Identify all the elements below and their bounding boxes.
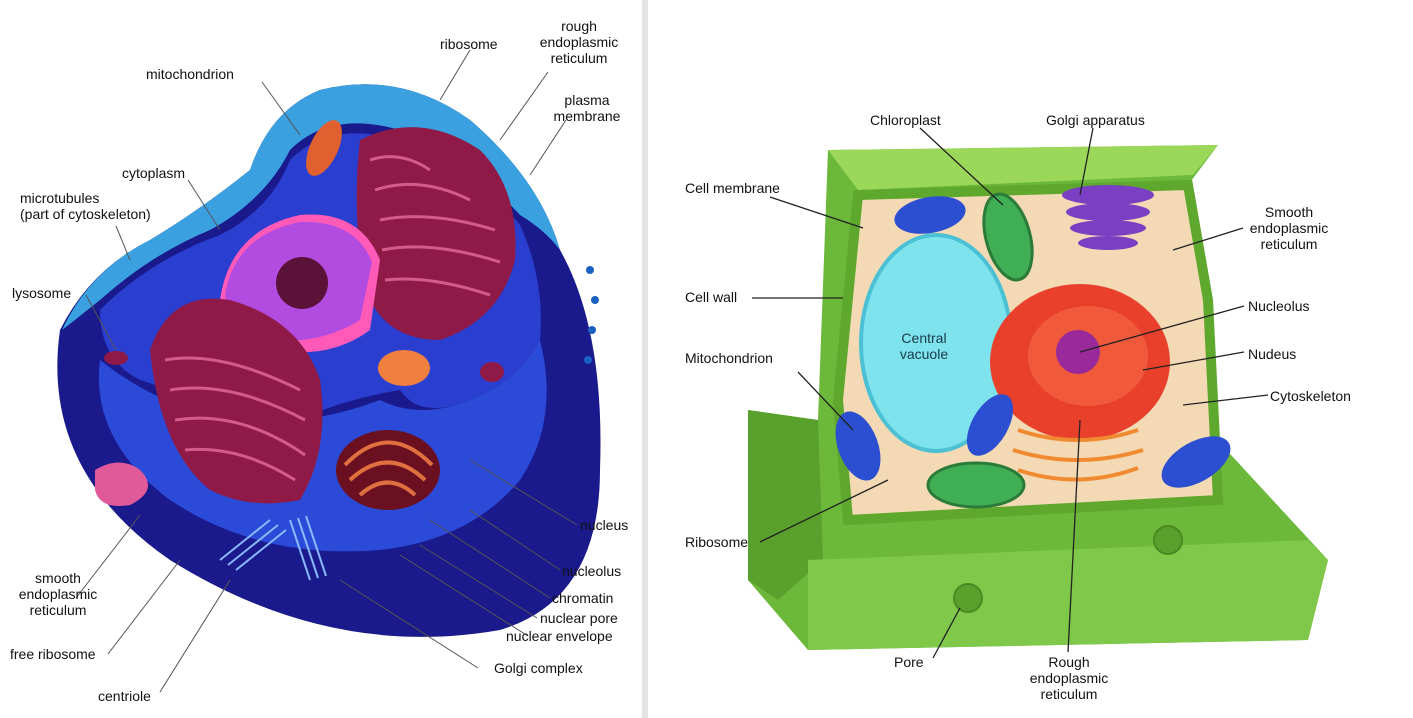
plant-label-rough-er-line1: Rough <box>1014 654 1124 670</box>
animal-label-free-ribosome: free ribosome <box>10 646 96 662</box>
animal-label-plasma-membrane-line2: membrane <box>542 108 632 124</box>
animal-label-rough-er-line3: reticulum <box>524 50 634 66</box>
plant-label-nucleus: Nudeus <box>1248 346 1296 362</box>
animal-label-nucleus: nucleus <box>580 517 628 533</box>
animal-label-ribosome: ribosome <box>440 36 498 52</box>
plant-label-mitochondrion: Mitochondrion <box>685 350 773 366</box>
plant-label-smooth-er-line1: Smooth <box>1234 204 1344 220</box>
animal-label-mitochondrion: mitochondrion <box>146 66 234 82</box>
animal-label-rough-er-line1: rough <box>524 18 634 34</box>
animal-lysosome-body <box>104 351 128 365</box>
plant-label-nucleolus: Nucleolus <box>1248 298 1309 314</box>
plant-label-cytoskeleton: Cytoskeleton <box>1270 388 1351 404</box>
animal-label-smooth-er: smooth endoplasmic reticulum <box>10 570 106 618</box>
animal-label-nucleolus: nucleolus <box>562 563 621 579</box>
animal-label-smooth-er-line3: reticulum <box>10 602 106 618</box>
animal-label-plasma-membrane: plasma membrane <box>542 92 632 124</box>
plant-label-pore: Pore <box>894 654 924 670</box>
animal-label-lysosome: lysosome <box>12 285 71 301</box>
animal-label-centriole: centriole <box>98 688 151 704</box>
animal-label-chromatin: chromatin <box>552 590 613 606</box>
animal-nucleolus <box>276 257 328 309</box>
plant-label-smooth-er-line3: reticulum <box>1234 236 1344 252</box>
animal-label-microtubules: microtubules (part of cytoskeleton) <box>20 190 151 222</box>
plant-nucleus <box>990 284 1170 440</box>
animal-label-rough-er-line2: endoplasmic <box>524 34 634 50</box>
plant-label-smooth-er-line2: endoplasmic <box>1234 220 1344 236</box>
plant-label-central-vacuole-line1: Central <box>884 330 964 346</box>
plant-label-cell-membrane: Cell membrane <box>685 180 780 196</box>
animal-label-nuclear-envelope: nuclear envelope <box>506 628 613 644</box>
plant-label-cell-wall: Cell wall <box>685 289 737 305</box>
plant-cell-panel: Chloroplast Golgi apparatus Cell membran… <box>648 0 1413 718</box>
animal-cell-panel: ribosome rough endoplasmic reticulum mit… <box>0 0 642 718</box>
animal-label-rough-er: rough endoplasmic reticulum <box>524 18 634 66</box>
plant-label-central-vacuole: Central vacuole <box>884 330 964 362</box>
plant-nucleolus <box>1056 330 1100 374</box>
plant-pore <box>954 584 982 612</box>
animal-mitochondrion-2 <box>378 350 430 386</box>
animal-label-golgi-complex: Golgi complex <box>494 660 583 676</box>
plant-label-smooth-er: Smooth endoplasmic reticulum <box>1234 204 1344 252</box>
plant-label-central-vacuole-line2: vacuole <box>884 346 964 362</box>
plant-label-rough-er-line2: endoplasmic <box>1014 670 1124 686</box>
plant-label-rough-er-line3: reticulum <box>1014 686 1124 702</box>
plant-label-ribosome: Ribosome <box>685 534 748 550</box>
animal-label-smooth-er-line1: smooth <box>10 570 106 586</box>
animal-label-plasma-membrane-line1: plasma <box>542 92 632 108</box>
animal-label-microtubules-line1: microtubules <box>20 190 151 206</box>
animal-golgi-complex <box>336 430 440 510</box>
animal-label-smooth-er-line2: endoplasmic <box>10 586 106 602</box>
plant-chloroplast-2 <box>928 463 1024 507</box>
animal-label-microtubules-line2: (part of cytoskeleton) <box>20 206 151 222</box>
animal-label-cytoplasm: cytoplasm <box>122 165 185 181</box>
plant-label-chloroplast: Chloroplast <box>870 112 941 128</box>
animal-label-nuclear-pore: nuclear pore <box>540 610 618 626</box>
plant-label-rough-er: Rough endoplasmic reticulum <box>1014 654 1124 702</box>
plant-label-golgi-apparatus: Golgi apparatus <box>1046 112 1145 128</box>
